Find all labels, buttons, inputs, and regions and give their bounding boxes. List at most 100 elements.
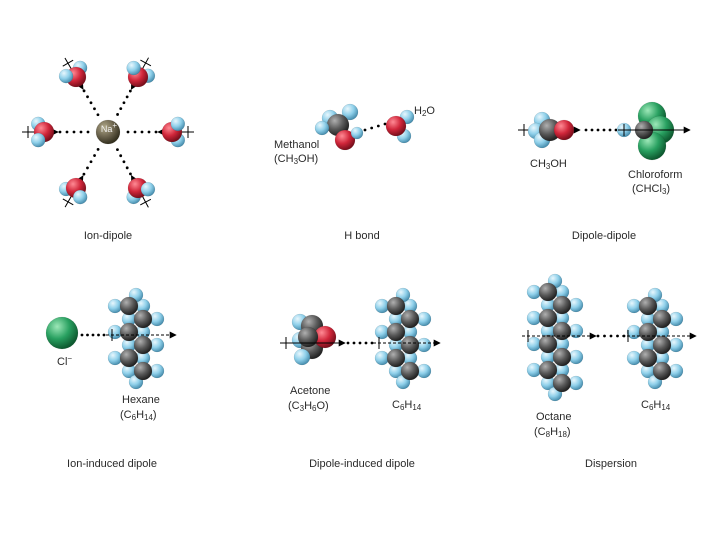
interaction-dot [125,166,129,170]
interaction-dot [82,172,86,176]
c-atom [552,295,572,315]
interaction-dot [58,130,62,134]
c-atom [400,335,420,355]
interaction-dot [596,128,600,132]
c-atom [652,309,672,329]
c-atom [538,308,558,328]
interaction-dot [86,166,89,170]
o-atom [334,129,356,151]
c-atom [552,347,572,367]
caption-h-bond: H bond [344,230,380,242]
interaction-dot [80,333,84,337]
interaction-dot [376,124,380,128]
interaction-dot [86,130,90,134]
h-atom [170,116,186,132]
interaction-dot [82,89,86,93]
interaction-dot [602,128,606,132]
interaction-dot [65,130,69,134]
c-atom [133,361,153,381]
caption-ion-induced-dipole: Ion-induced dipole [67,458,157,470]
interaction-dot [596,334,600,338]
hexane-formula-dispersion: C6H14 [641,399,671,412]
hexane-formula: (C6H14) [120,409,157,422]
interaction-dot [584,128,588,132]
caption-dipole-dipole: Dipole-dipole [571,230,637,242]
interaction-dot [147,130,151,134]
h-atom [350,126,364,140]
interaction-dot [91,333,95,337]
sodium-ion-label: Na+ [100,121,118,135]
c-atom [386,322,406,342]
interaction-dot [126,130,130,134]
dipole-cross [140,198,152,206]
interaction-dot [133,130,137,134]
interaction-dot [119,154,123,158]
c-atom [400,361,420,381]
c-atom [652,361,672,381]
octane-name: Octane [536,411,572,423]
c-atom [119,348,139,368]
interaction-dot [119,107,123,110]
chloroform-name: Chloroform [628,169,683,181]
c-atom [638,348,658,368]
chloride-ion-label: Cl− [57,354,73,369]
interaction-dot [140,130,144,134]
cl-atom [45,316,79,350]
c-atom [119,296,139,316]
h-atom [58,68,74,84]
interaction-dot [154,130,158,134]
interaction-dot [96,113,100,117]
c-atom [538,282,558,302]
caption-ion-dipole: Ion-dipole [83,230,133,242]
interaction-dot [79,130,83,134]
na-atom [95,119,121,145]
dipole-cross [62,198,74,206]
h-atom [72,189,88,205]
interaction-dot [383,122,387,126]
c-atom [133,335,153,355]
h-atom [30,132,46,148]
c-atom [386,296,406,316]
interaction-dot [128,89,132,93]
o-atom [553,119,575,141]
interaction-dot [89,160,93,164]
interaction-dot [93,107,96,111]
chloroform-formula: (CHCl3) [632,183,671,196]
c-atom [538,360,558,380]
interaction-dot [72,130,76,134]
hexane-formula-dipole: C6H14 [392,399,422,412]
interaction-dot [616,334,619,338]
caption-dispersion: Dispersion [585,458,637,470]
interaction-dot [102,333,106,337]
interaction-dot [614,128,618,132]
methanol-formula-dipole: CH3OH [530,158,567,171]
interaction-dot [96,147,100,151]
interaction-dot [370,126,374,130]
c-atom [386,348,406,368]
interaction-dot [363,128,367,132]
h-atom [140,182,156,197]
c-atom [652,335,672,355]
interaction-dot [122,160,126,164]
interaction-dot [370,341,374,345]
interaction-dot [125,95,129,99]
hexane-name: Hexane [122,394,160,406]
c-atom [119,322,139,342]
acetone-name: Acetone [290,385,331,397]
h-atom [341,103,359,121]
c-atom [638,296,658,316]
interaction-dot [116,113,119,116]
h-atom [314,120,330,136]
c-atom [538,334,558,354]
c-atom [133,309,153,329]
interaction-dot [603,334,606,338]
h-atom [293,348,311,366]
o-atom [385,115,407,137]
interaction-dot [129,172,132,176]
water-formula: H2O [414,105,435,118]
dipole-cross [62,59,74,67]
interaction-dot [364,341,368,345]
interaction-dot [86,333,89,337]
interaction-dot [89,101,93,105]
